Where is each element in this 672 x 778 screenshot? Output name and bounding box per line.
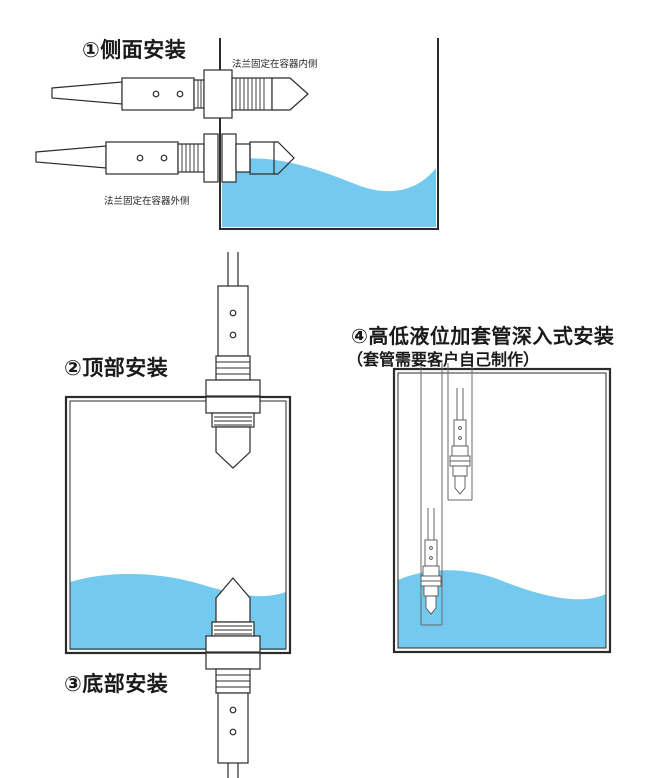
side-tank-wall (219, 38, 439, 230)
flange-inside-label: 法兰固定在容器内侧 (232, 59, 318, 70)
sleeve-tank-water (398, 570, 606, 648)
sleeve-install-note: （套管需要客户自己制作） (347, 350, 540, 369)
square-tank-outer (64, 395, 292, 655)
sensor-flange-inside (51, 69, 309, 119)
side-install-title: ①侧面安装 (82, 38, 187, 62)
sleeve-tank-outer (392, 367, 612, 654)
sleeve-install-diagram (392, 363, 612, 654)
top-bottom-install-diagram (64, 252, 292, 778)
top-mounted-sensor (205, 252, 261, 469)
side-tank-water (222, 158, 436, 227)
high-level-probe (449, 388, 471, 495)
sleeve-tube-short (447, 363, 473, 501)
square-tank-inner (69, 400, 287, 650)
side-install-diagram (35, 38, 439, 230)
top-install-title: ②顶部安装 (64, 356, 169, 380)
bottom-install-title: ③底部安装 (64, 672, 169, 696)
sleeve-install-title: ④高低液位加套管深入式安装 (351, 324, 615, 348)
bottom-mounted-sensor (205, 577, 261, 778)
low-level-probe (420, 508, 442, 615)
sensor-flange-outside (35, 133, 295, 183)
sleeve-tank-inner (397, 372, 607, 649)
flange-outside-label: 法兰固定在容器外侧 (104, 196, 190, 207)
